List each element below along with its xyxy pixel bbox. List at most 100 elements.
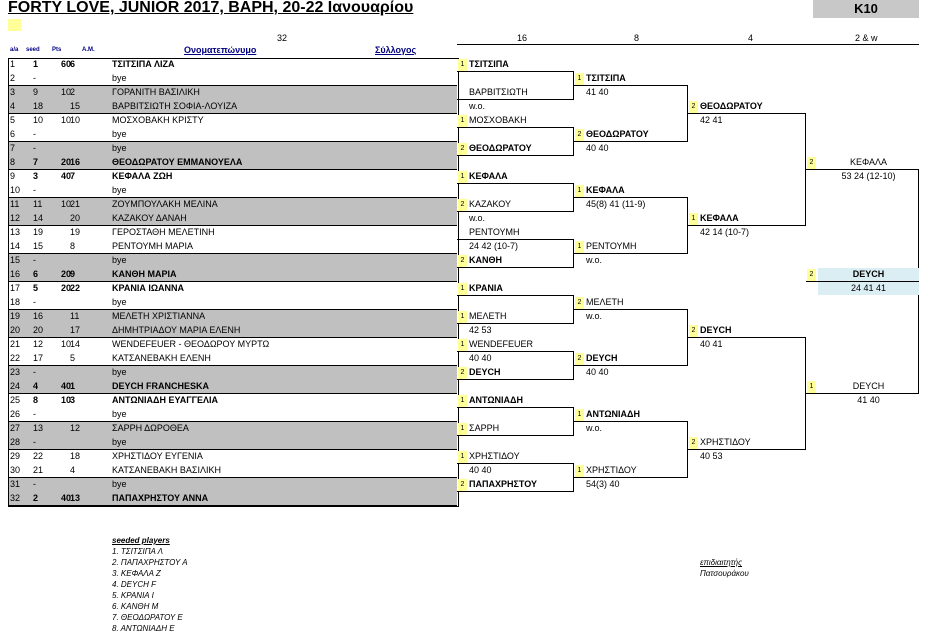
cell-seed: - xyxy=(33,73,36,83)
cell-n: 19 xyxy=(10,311,21,321)
header-seed: seed xyxy=(26,47,40,53)
cell-seed: 21 xyxy=(33,465,44,475)
cell-n: 25 xyxy=(10,395,21,405)
cell-am: 3 xyxy=(70,395,76,405)
match-winner: ΧΡΗΣΤΙΔΟΥ xyxy=(469,451,520,461)
winner-line xyxy=(574,477,688,478)
header-round-32: 32 xyxy=(277,33,288,43)
cell-n: 27 xyxy=(10,423,21,433)
match-winner: ΤΣΙΤΣΙΠΑ xyxy=(586,73,626,83)
header-final: 2 & w xyxy=(855,33,878,43)
cell-seed: 9 xyxy=(33,87,39,97)
table-row: 28-bye xyxy=(8,436,457,450)
cell-am: 2 xyxy=(70,87,76,97)
cell-seed: 11 xyxy=(33,199,43,209)
cell-seed: - xyxy=(33,143,36,153)
cell-am: 14 xyxy=(70,339,81,349)
winner-line xyxy=(688,337,806,338)
seeded-player: 1. ΤΣΙΤΣΙΠΑ Λ xyxy=(112,547,163,556)
winner-line xyxy=(806,281,919,282)
match-winner: ΚΑΖΑΚΟΥ xyxy=(469,199,511,209)
cell-n: 2 xyxy=(10,73,16,83)
match-winner: ΚΡΑΝΙΑ xyxy=(469,283,503,293)
winner-line xyxy=(457,155,574,156)
cell-name: ΧΡΗΣΤΙΔΟΥ ΕΥΓΕΝΙΑ xyxy=(112,451,203,461)
cell-am: 20 xyxy=(70,213,81,223)
cell-am: 6 xyxy=(70,59,76,69)
seed-marker: 2 xyxy=(575,129,584,141)
winner-line xyxy=(457,491,574,492)
cell-seed: - xyxy=(33,129,36,139)
cell-seed: 8 xyxy=(33,395,39,405)
cell-seed: 6 xyxy=(33,269,39,279)
row-divider xyxy=(8,421,457,422)
match-score: 40 40 xyxy=(586,143,609,153)
header-round-16: 16 xyxy=(517,33,528,43)
cell-am: 10 xyxy=(70,115,81,125)
category-badge: K10 xyxy=(813,0,919,18)
cell-n: 21 xyxy=(10,339,21,349)
cell-seed: 22 xyxy=(33,451,44,461)
seed-marker: 1 xyxy=(458,283,467,295)
seed-marker: 1 xyxy=(458,171,467,183)
cell-name: ΘΕΟΔΩΡΑΤΟΥ ΕΜΜΑΝΟΥΕΛΑ xyxy=(112,157,243,167)
cell-pts: 20 xyxy=(61,283,72,293)
cell-n: 9 xyxy=(10,171,16,181)
match-winner: ΧΡΗΣΤΙΔΟΥ xyxy=(700,437,751,447)
match-winner: ΑΝΤΩΝΙΑΔΗ xyxy=(586,409,641,419)
cell-n: 4 xyxy=(10,101,16,111)
cell-seed: - xyxy=(33,297,36,307)
cell-am: 11 xyxy=(70,311,80,321)
bracket-connector xyxy=(573,407,574,435)
cell-n: 8 xyxy=(10,157,16,167)
cell-am: 1 xyxy=(70,381,76,391)
row-divider xyxy=(8,113,457,114)
cell-name: bye xyxy=(112,143,127,153)
cell-seed: - xyxy=(33,409,36,419)
cell-name: ΠΑΠΑΧΡΗΣΤΟΥ ΑΝΝΑ xyxy=(112,493,209,503)
seeded-player: 6. ΚΑΝΘΗ Μ xyxy=(112,602,159,611)
match-score: w.o. xyxy=(469,101,486,111)
seeded-player: 7. ΘΕΟΔΩΡΑΤΟΥ Ε xyxy=(112,613,183,622)
header-name: Ονοματεπώνυμο xyxy=(184,45,257,55)
cell-name: ΚΑΤΣΑΝΕΒΑΚΗ ΕΛΕΝΗ xyxy=(112,353,211,363)
bracket-connector xyxy=(687,197,688,253)
match-winner: ΘΕΟΔΩΡΑΤΟΥ xyxy=(700,101,763,111)
cell-n: 18 xyxy=(10,297,21,307)
winner-line xyxy=(457,99,574,100)
match-winner: ΣΑΡΡΗ xyxy=(469,423,500,433)
cell-seed: 14 xyxy=(33,213,44,223)
cell-n: 3 xyxy=(10,87,16,97)
seeded-player: 3. ΚΕΦΑΛΑ Ζ xyxy=(112,569,161,578)
cell-pts: 40 xyxy=(61,493,72,503)
cell-n: 1 xyxy=(10,59,16,69)
match-winner: ΑΝΤΩΝΙΑΔΗ xyxy=(469,395,524,405)
cell-name: WENDEFEUER - ΘΕΟΔΩΡΟΥ ΜΥΡΤΩ xyxy=(112,339,270,349)
match-winner: ΚΕΦΑΛΑ xyxy=(469,171,508,181)
seed-marker: 2 xyxy=(807,269,816,281)
cell-n: 7 xyxy=(10,143,16,153)
seed-marker: 2 xyxy=(575,297,584,309)
winner-line xyxy=(688,113,806,114)
bracket-connector xyxy=(687,85,688,141)
row-divider xyxy=(8,225,457,226)
winner-line xyxy=(806,169,919,170)
cell-seed: - xyxy=(33,437,36,447)
winner-line xyxy=(457,407,574,408)
cell-name: bye xyxy=(112,297,127,307)
seed-marker: 2 xyxy=(807,157,816,169)
cell-name: bye xyxy=(112,73,127,83)
row-divider xyxy=(8,505,457,506)
match-winner: ΜΕΛΕΤΗ xyxy=(469,311,507,321)
header-round-4: 4 xyxy=(748,33,754,43)
cell-pts: 10 xyxy=(61,87,72,97)
seed-marker: 1 xyxy=(458,451,467,463)
